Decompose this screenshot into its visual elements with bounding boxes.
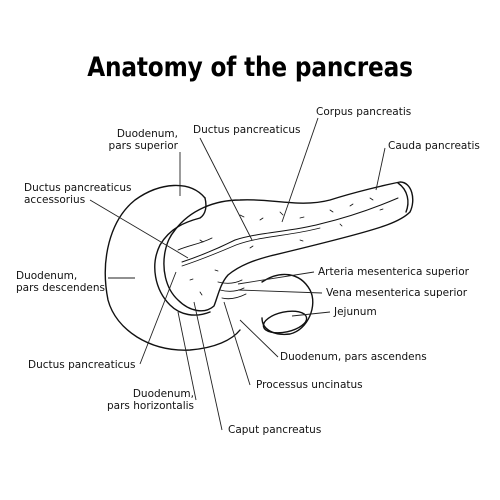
duodenum-outline — [104, 184, 241, 351]
tail-end — [397, 182, 409, 213]
label-duodenum-superior: Duodenum, pars superior — [108, 128, 178, 152]
page-title: Anatomy of the pancreas — [87, 52, 413, 83]
label-duodenum-horizontalis: Duodenum, pars horizontalis — [107, 388, 194, 412]
label-duodenum-descendens: Duodenum, pars descendens — [16, 270, 105, 294]
pancreas-outline — [163, 181, 414, 312]
label-ductus-accessorius: Ductus pancreaticus accessorius — [24, 182, 132, 206]
leader-ductus-bottom — [139, 271, 177, 365]
leader-accessorius — [89, 199, 189, 259]
label-vena-mesenterica: Vena mesenterica superior — [326, 287, 468, 299]
accessory-duct — [177, 237, 213, 251]
duodenum-inner — [154, 197, 211, 316]
leader-caput — [193, 301, 223, 431]
leader-arteria — [237, 271, 315, 285]
leader-horizontalis — [177, 311, 197, 401]
jejunum-opening — [262, 310, 308, 334]
leader-vena — [237, 289, 323, 294]
label-arteria-mesenterica: Arteria mesenterica superior — [318, 266, 469, 278]
leader-ascendens — [239, 319, 279, 358]
label-processus-uncinatus: Processus uncinatus — [256, 379, 363, 391]
label-duodenum-ascendens: Duodenum, pars ascendens — [280, 351, 427, 363]
label-corpus-pancreatis: Corpus pancreatis — [316, 106, 412, 118]
label-jejunum: Jejunum — [334, 306, 377, 318]
leader-cauda — [375, 147, 386, 191]
label-caput-pancreatus: Caput pancreatus — [228, 424, 322, 436]
jejunum-tube — [261, 273, 314, 336]
leader-uncinatus — [223, 301, 251, 386]
label-ductus-pancreaticus-bottom: Ductus pancreaticus — [28, 359, 136, 371]
leader-ductus-top — [199, 137, 253, 241]
label-cauda-pancreatis: Cauda pancreatis — [388, 140, 480, 152]
leader-jejunum — [291, 311, 331, 317]
mesenteric-vessels — [217, 279, 247, 300]
label-ductus-pancreaticus-top: Ductus pancreaticus — [193, 124, 301, 136]
leader-corpus — [281, 117, 319, 223]
pancreatic-duct — [181, 197, 399, 263]
